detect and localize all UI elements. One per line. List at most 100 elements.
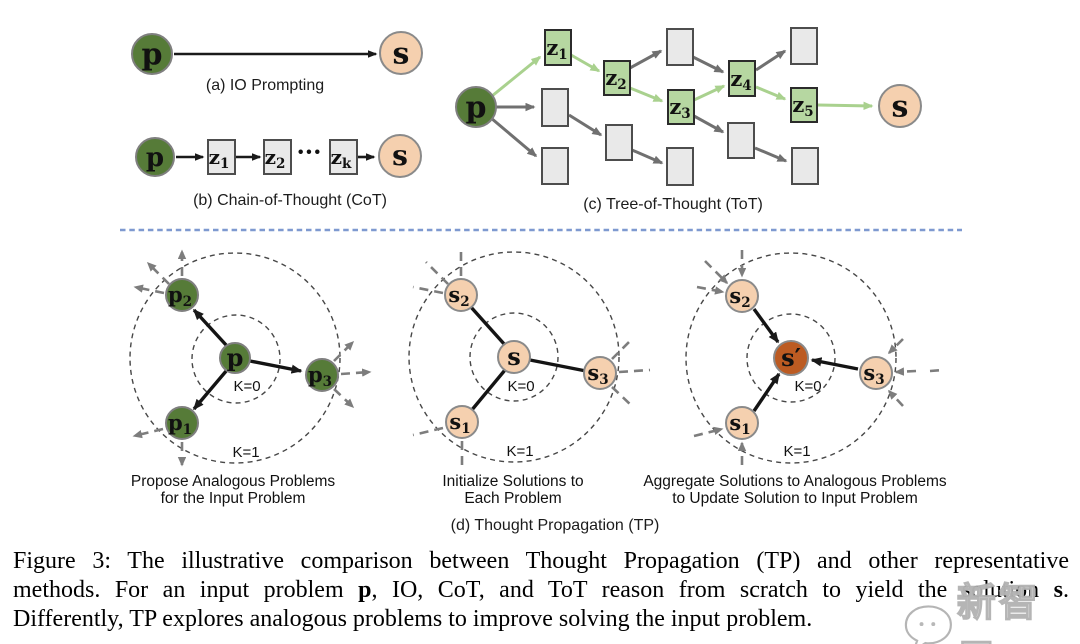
initialize-s1-node — [445, 405, 479, 439]
initialize-k0-circle — [469, 312, 559, 402]
initialize-rays — [412, 250, 651, 466]
initialize-s2-label: s2 — [448, 282, 469, 310]
propose-p3-label: p3 — [308, 362, 332, 390]
aggregate-s3-label: s3 — [863, 360, 884, 388]
cot-thought-box-1 — [207, 139, 236, 175]
caption-bold-p: p — [358, 577, 372, 603]
propose-outward-rays — [132, 249, 372, 467]
tot-z1-label: z1 — [546, 35, 567, 63]
propose-caption-line2: for the Input Problem — [161, 490, 306, 507]
aggregate-caption-line1: Aggregate Solutions to Analogous Problem… — [643, 473, 947, 490]
aggregate-s1-node — [725, 406, 759, 440]
caption-text-2a: methods. For an input problem — [13, 577, 359, 603]
aggregate-inward-rays — [693, 250, 945, 465]
aggregate-s2-label: s2 — [729, 283, 750, 311]
aggregate-s3-node — [859, 356, 893, 390]
tot-problem-label: p — [466, 91, 487, 126]
initialize-k1-circle — [408, 251, 620, 463]
initialize-links — [468, 304, 587, 413]
propose-k0-circle — [191, 314, 281, 404]
aggregate-caption-line2: to Update Solution to Input Problem — [672, 490, 918, 507]
tot-gray-box-4 — [666, 28, 694, 66]
propose-p3-node — [305, 358, 339, 392]
initialize-s3-label: s3 — [587, 360, 608, 388]
aggregate-k0-circle — [746, 313, 836, 403]
aggregate-k0-label: K=0 — [794, 378, 821, 395]
panel-d-caption: (d) Thought Propagation (TP) — [451, 517, 660, 534]
tot-gray-edges — [490, 49, 788, 165]
initialize-center-node — [497, 340, 531, 374]
propose-center-node — [219, 342, 251, 374]
caption-text-2b: , IO, CoT, and ToT reason from scratch t… — [371, 577, 1054, 603]
tot-solution-node — [878, 84, 922, 128]
tot-z3-box — [667, 89, 695, 125]
initialize-s1-label: s1 — [449, 409, 470, 437]
cot-solution-node — [378, 134, 422, 178]
aggregate-k1-label: K=1 — [783, 443, 810, 460]
aggregate-arrows — [752, 308, 859, 412]
figure-caption: Figure 3: The illustrative comparison be… — [13, 547, 1069, 634]
panel-chain-of-thought: p z1 z2 ··· zk s (b) Chain-of-Thought (C… — [135, 134, 422, 209]
tot-gray-box-3 — [605, 124, 633, 161]
figure-canvas: p s (a) IO Prompting p z1 z2 ··· zk s (b… — [120, 27, 962, 534]
tot-gray-box-5 — [666, 147, 694, 186]
tot-green-edges — [491, 53, 874, 111]
initialize-s2-node — [444, 278, 478, 312]
tot-z5-box — [790, 87, 818, 123]
aggregate-s2-node — [725, 279, 759, 313]
panel-a-caption: (a) IO Prompting — [206, 77, 324, 94]
io-solution-node — [379, 31, 423, 75]
caption-text-2c: . — [1063, 577, 1069, 603]
cot-z1-label: z1 — [209, 145, 230, 172]
panel-io-prompting: p s (a) IO Prompting — [131, 31, 423, 94]
initialize-k0-label: K=0 — [507, 378, 534, 395]
io-problem-label: p — [142, 38, 163, 73]
propose-arrows — [192, 308, 303, 411]
aggregate-k1-circle — [685, 252, 897, 464]
propose-p2-node — [165, 278, 199, 312]
initialize-center-label: s — [507, 342, 521, 371]
caption-text-3: Differently, TP explores analogous probl… — [13, 606, 813, 632]
cot-problem-label: p — [146, 143, 164, 173]
cot-ellipsis: ··· — [296, 137, 321, 166]
aggregate-center-label: s′ — [781, 343, 801, 372]
caption-line-2: methods. For an input problem p, IO, CoT… — [13, 576, 1069, 605]
caption-line-1: Figure 3: The illustrative comparison be… — [13, 547, 1069, 576]
tot-gray-box-6 — [727, 122, 755, 159]
initialize-s3-node — [583, 356, 617, 390]
panel-c-caption: (c) Tree-of-Thought (ToT) — [583, 196, 763, 213]
caption-text-1: Figure 3: The illustrative comparison be… — [13, 548, 1069, 574]
propose-k1-circle — [129, 252, 341, 464]
tp-propose-diagram: p p2 p1 p3 K=0 K=1 Propose Analogous Pro… — [129, 249, 372, 507]
cot-thought-box-2 — [263, 139, 292, 175]
propose-center-label: p — [227, 343, 244, 372]
tot-gray-box-1 — [541, 88, 569, 127]
initialize-caption-line2: Each Problem — [464, 490, 561, 507]
propose-p2-label: p2 — [168, 282, 192, 310]
initialize-caption-line1: Initialize Solutions to — [442, 473, 583, 490]
tot-z5-label: z5 — [792, 92, 813, 120]
tot-solution-label: s — [892, 90, 909, 125]
tot-z4-label: z4 — [730, 66, 751, 94]
cot-problem-node — [135, 137, 175, 177]
tot-z2-box — [603, 60, 631, 96]
propose-p1-label: p1 — [168, 410, 192, 438]
tot-z3-label: z3 — [669, 94, 690, 122]
tot-gray-box-2 — [541, 147, 569, 185]
cot-zk-label: zk — [331, 145, 352, 172]
cot-z2-label: z2 — [265, 145, 286, 172]
io-solution-label: s — [393, 37, 410, 72]
caption-line-3: Differently, TP explores analogous probl… — [13, 605, 1069, 634]
caption-bold-s: s — [1053, 577, 1063, 603]
panel-b-caption: (b) Chain-of-Thought (CoT) — [193, 192, 387, 209]
cot-solution-label: s — [392, 139, 408, 172]
tot-z4-box — [728, 60, 756, 97]
propose-p1-node — [165, 406, 199, 440]
cot-thought-box-k — [329, 139, 358, 175]
initialize-k1-label: K=1 — [506, 443, 533, 460]
propose-k1-label: K=1 — [232, 444, 259, 461]
aggregate-s1-label: s1 — [729, 410, 750, 438]
io-problem-node — [131, 33, 173, 75]
tot-gray-box-8 — [791, 147, 819, 185]
